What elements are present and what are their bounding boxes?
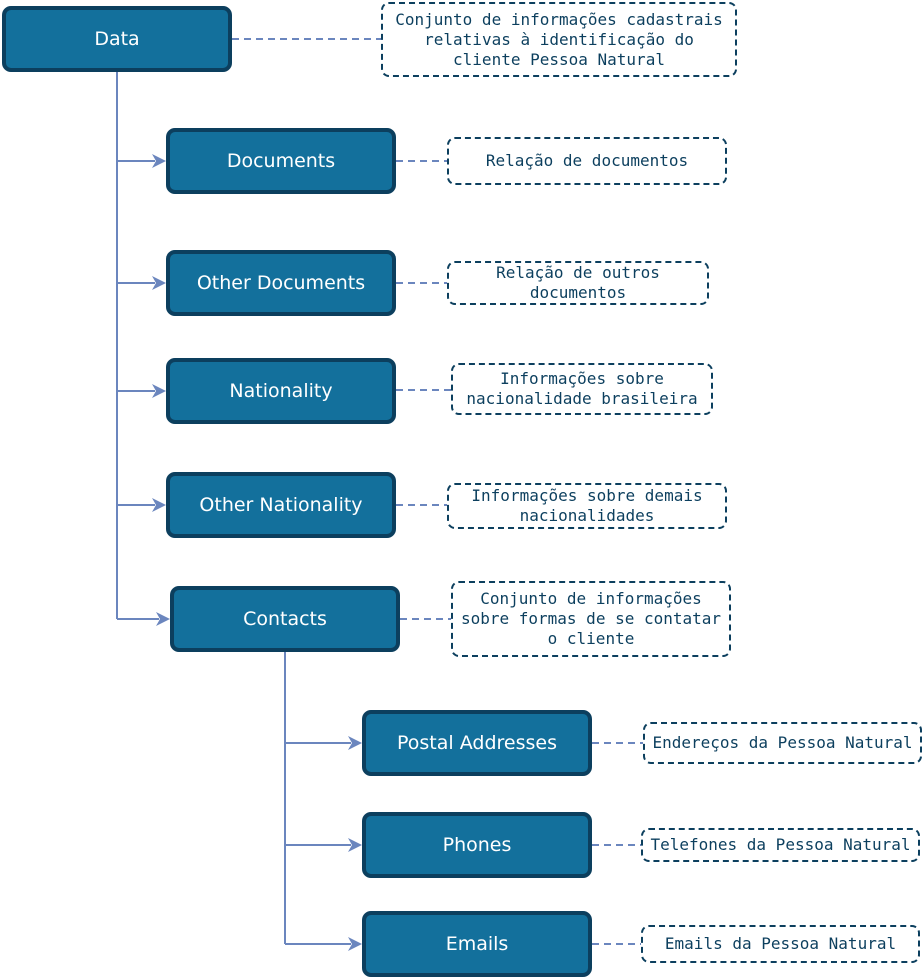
note-data: Conjunto de informações cadastrais relat… [381,2,737,77]
node-phones[interactable]: Phones [362,812,592,878]
arrow-emails [348,937,362,951]
note-postal-addresses: Endereços da Pessoa Natural [643,722,922,764]
node-data[interactable]: Data [2,6,232,72]
note-documents: Relação de documentos [447,137,727,185]
node-nationality[interactable]: Nationality [166,358,396,424]
note-other-documents: Relação de outros documentos [447,261,709,305]
arrow-contacts [156,612,170,626]
arrow-other-nationality [152,498,166,512]
node-other-documents[interactable]: Other Documents [166,250,396,316]
arrow-phones [348,838,362,852]
node-other-nationality[interactable]: Other Nationality [166,472,396,538]
node-contacts[interactable]: Contacts [170,586,400,652]
arrow-other-documents [152,276,166,290]
arrow-nationality [152,384,166,398]
note-contacts: Conjunto de informações sobre formas de … [451,581,731,657]
note-other-nationality: Informações sobre demais nacionalidades [447,483,727,529]
arrow-documents [152,154,166,168]
node-postal-addresses[interactable]: Postal Addresses [362,710,592,776]
arrow-postal-addresses [348,736,362,750]
note-emails: Emails da Pessoa Natural [641,925,920,963]
note-phones: Telefones da Pessoa Natural [641,828,920,862]
node-documents[interactable]: Documents [166,128,396,194]
node-emails[interactable]: Emails [362,911,592,977]
note-nationality: Informações sobre nacionalidade brasilei… [451,363,713,415]
